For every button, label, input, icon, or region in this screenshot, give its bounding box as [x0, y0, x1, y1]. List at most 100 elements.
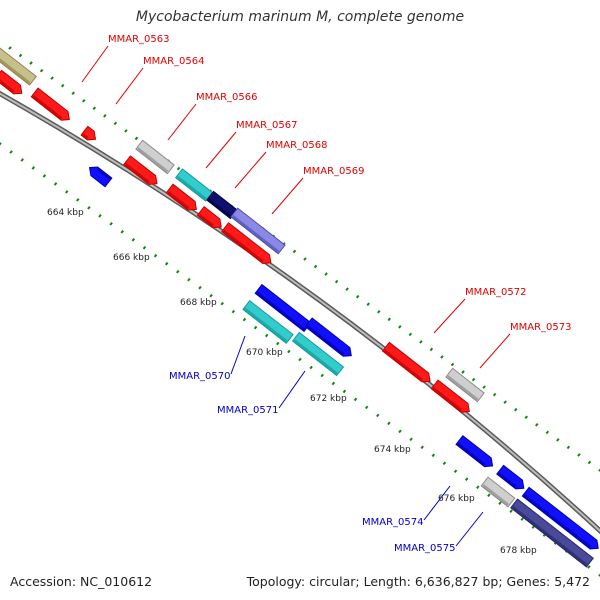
feature-red-6 [430, 379, 470, 413]
feature-blue-4 [521, 486, 599, 550]
feature-mmar-0566 [135, 139, 175, 175]
feature-mmar-0566-shade [136, 147, 169, 174]
feature-mmar-0564-body [30, 87, 70, 121]
feature-mmar-0574-shade [482, 484, 510, 507]
inner-tick-mark [242, 317, 247, 322]
genome-backbone-highlight [0, 92, 600, 533]
feature-mmar-0570-body [242, 300, 294, 344]
gene-label: MMAR_0572 [465, 287, 527, 298]
feature-blue-2-body [455, 435, 494, 468]
inner-tick-mark [42, 174, 47, 178]
outer-tick-mark [324, 272, 328, 276]
inner-tick-mark [298, 357, 302, 362]
inner-tick-mark [476, 485, 480, 489]
inner-tick-mark [409, 437, 413, 442]
gene-label: MMAR_0568 [266, 140, 328, 151]
feature-mmar-0571-shade [293, 339, 338, 375]
outer-tick-mark [545, 430, 550, 435]
feature-red-6-shade [432, 387, 463, 412]
outer-tick-mark [334, 279, 339, 284]
inner-tick-mark [131, 237, 136, 242]
outer-tick-mark [398, 325, 402, 329]
inner-tick-mark [287, 349, 291, 354]
inner-tick-mark [76, 198, 80, 202]
feature-mmar-0571-blue-shade [306, 324, 345, 356]
feature-blue-small-shade [96, 167, 112, 180]
gene-label: MMAR_0575 [394, 543, 456, 554]
feature-mmar-0573-body [445, 367, 485, 403]
outer-tick-mark [355, 294, 360, 299]
feature-blue-4-shade [523, 494, 592, 549]
feature-blue-small-body [88, 166, 113, 188]
leader-line [455, 511, 484, 547]
outer-tick-mark [176, 166, 181, 171]
gene-label: MMAR_0564 [143, 56, 205, 67]
tick-label: 678 kbp [500, 546, 537, 556]
feature-blue-1-body [254, 283, 312, 333]
feature-blue-2 [455, 435, 494, 468]
inner-tick-mark [387, 421, 391, 426]
inner-tick-mark [0, 142, 2, 146]
outer-tick-mark [513, 407, 518, 412]
feature-mmar-0563 [0, 69, 23, 95]
feature-mmar-0563-body [0, 69, 23, 95]
outer-tick-mark [29, 61, 33, 65]
tick-label: 676 kbp [438, 494, 475, 504]
feature-mmar-0571 [291, 331, 345, 377]
inner-tick-mark [442, 461, 447, 466]
inner-tick-mark [31, 166, 36, 170]
outer-tick-mark [377, 309, 381, 314]
feature-mmar-0568-shade [207, 198, 232, 218]
inner-tick-mark [87, 206, 91, 210]
gene-label: MMAR_0569 [303, 166, 365, 177]
outer-tick-mark [71, 91, 75, 96]
outer-tick-mark [577, 453, 581, 457]
inner-tick-mark [120, 230, 124, 234]
feature-red-3-body [165, 183, 197, 211]
feature-red-3-shade [167, 191, 190, 210]
feature-mmar-0575-shade [511, 506, 588, 567]
feature-blue-small [88, 166, 113, 188]
tick-label: 668 kbp [180, 298, 217, 308]
inner-tick-mark [20, 158, 24, 162]
outer-tick-mark [461, 370, 465, 374]
feature-mmar-0575-body [510, 498, 594, 568]
feature-mmar-0569 [230, 207, 286, 255]
outer-tick-mark [503, 400, 507, 404]
feature-blue-3-shade [497, 472, 517, 489]
feature-mmar-0570-shade [243, 307, 288, 343]
inner-tick-mark [520, 517, 524, 521]
inner-tick-mark [598, 573, 600, 577]
inner-tick-mark [453, 469, 458, 474]
leader-line [167, 103, 197, 141]
inner-tick-mark [231, 309, 236, 314]
inner-tick-mark [276, 341, 280, 346]
feature-mmar-0564 [30, 87, 70, 121]
feature-red-4-body [196, 205, 222, 229]
outer-tick-mark [408, 332, 413, 337]
feature-red-3 [165, 183, 197, 211]
leader-line [271, 177, 304, 215]
outer-tick-mark [587, 460, 592, 465]
leader-line [433, 298, 466, 334]
feature-blue-4-body [521, 486, 599, 550]
genome-summary-text: Topology: circular; Length: 6,636,827 bp… [246, 574, 590, 589]
gene-label: MMAR_0567 [236, 120, 298, 131]
outer-tick-mark [113, 121, 118, 126]
feature-mmar-0569-shade [231, 215, 280, 254]
feature-red-2-body [122, 155, 158, 185]
inner-tick-mark [342, 389, 347, 394]
feature-mmar-0570 [242, 300, 294, 344]
outer-tick-mark [39, 68, 44, 73]
map-title: Mycobacterium marinum M, complete genome [135, 9, 465, 25]
inner-tick-mark [420, 445, 424, 450]
inner-tick-mark [53, 182, 58, 186]
outer-tick-mark [292, 249, 297, 254]
inner-tick-mark [220, 301, 224, 306]
leader-line [234, 151, 267, 189]
inner-tick-mark [264, 333, 269, 338]
inner-tick-mark [253, 325, 258, 330]
outer-tick-mark [471, 377, 476, 382]
